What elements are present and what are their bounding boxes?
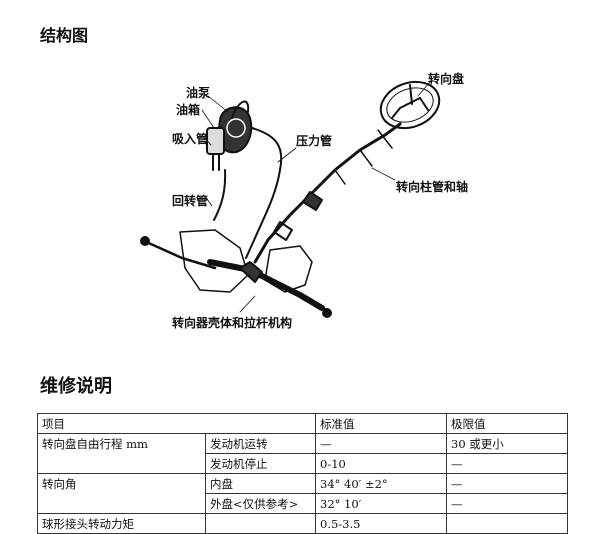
return-pipe	[213, 169, 227, 221]
maintenance-spec-table: 项目 标准值 极限值 转向盘自由行程 mm 发动机运转 — 30 或更小 发动机…	[37, 413, 568, 534]
cell-standard: —	[315, 433, 447, 454]
header-condition	[205, 413, 316, 434]
maintenance-title: 维修说明	[40, 376, 112, 397]
label-return-pipe: 回转管	[172, 194, 209, 208]
steering-column	[253, 122, 402, 264]
cell-limit: 30 或更小	[446, 433, 568, 454]
header-limit: 极限值	[446, 413, 568, 434]
gear-housing	[179, 229, 249, 293]
suction-pipe	[212, 153, 220, 171]
cell-condition	[205, 513, 316, 534]
table-row: 球形接头转动力矩 0.5-3.5	[37, 513, 568, 534]
cell-standard: 0.5-3.5	[315, 513, 447, 534]
table-row: 转向盘自由行程 mm 发动机运转 — 30 或更小	[37, 433, 568, 454]
cell-limit: —	[446, 493, 568, 514]
label-pressure-pipe: 压力管	[296, 134, 333, 148]
cell-standard: 32° 10′	[315, 493, 447, 514]
reservoir	[206, 127, 225, 155]
cell-standard: 34° 40′ ±2°	[315, 473, 447, 494]
table-header-row: 项目 标准值 极限值	[37, 413, 568, 434]
pressure-pipe	[245, 127, 283, 259]
label-gear-housing: 转向器壳体和拉杆机构	[172, 316, 293, 330]
cell-standard: 0-10	[315, 453, 447, 474]
cell-limit: —	[446, 453, 568, 474]
label-steering-wheel: 转向盘	[428, 72, 465, 86]
cell-limit	[446, 513, 568, 534]
cell-condition: 发动机停止	[205, 453, 316, 474]
cell-item: 转向角	[37, 473, 206, 494]
table-row: 发动机停止 0-10 —	[37, 453, 568, 474]
steering-wheel-rim	[379, 80, 441, 130]
header-item: 项目	[37, 413, 206, 434]
label-reservoir: 油箱	[176, 103, 201, 117]
cell-condition: 外盘<仅供参考>	[205, 493, 316, 514]
cell-item: 球形接头转动力矩	[37, 513, 206, 534]
structure-title: 结构图	[40, 26, 89, 45]
cell-condition: 内盘	[205, 473, 316, 494]
label-oil-pump: 油泵	[186, 86, 211, 100]
steering-system-diagram	[140, 80, 441, 318]
cell-condition: 发动机运转	[205, 433, 316, 454]
cell-item	[37, 453, 206, 474]
label-column: 转向柱管和轴	[396, 180, 469, 194]
table-row: 外盘<仅供参考> 32° 10′ —	[37, 493, 568, 514]
label-suction-pipe: 吸入管	[172, 132, 209, 146]
tie-rod-left	[140, 238, 217, 270]
header-standard: 标准值	[315, 413, 447, 434]
cell-item: 转向盘自由行程 mm	[37, 433, 206, 454]
cell-limit: —	[446, 473, 568, 494]
table-row: 转向角 内盘 34° 40′ ±2° —	[37, 473, 568, 494]
cell-item	[37, 493, 206, 514]
